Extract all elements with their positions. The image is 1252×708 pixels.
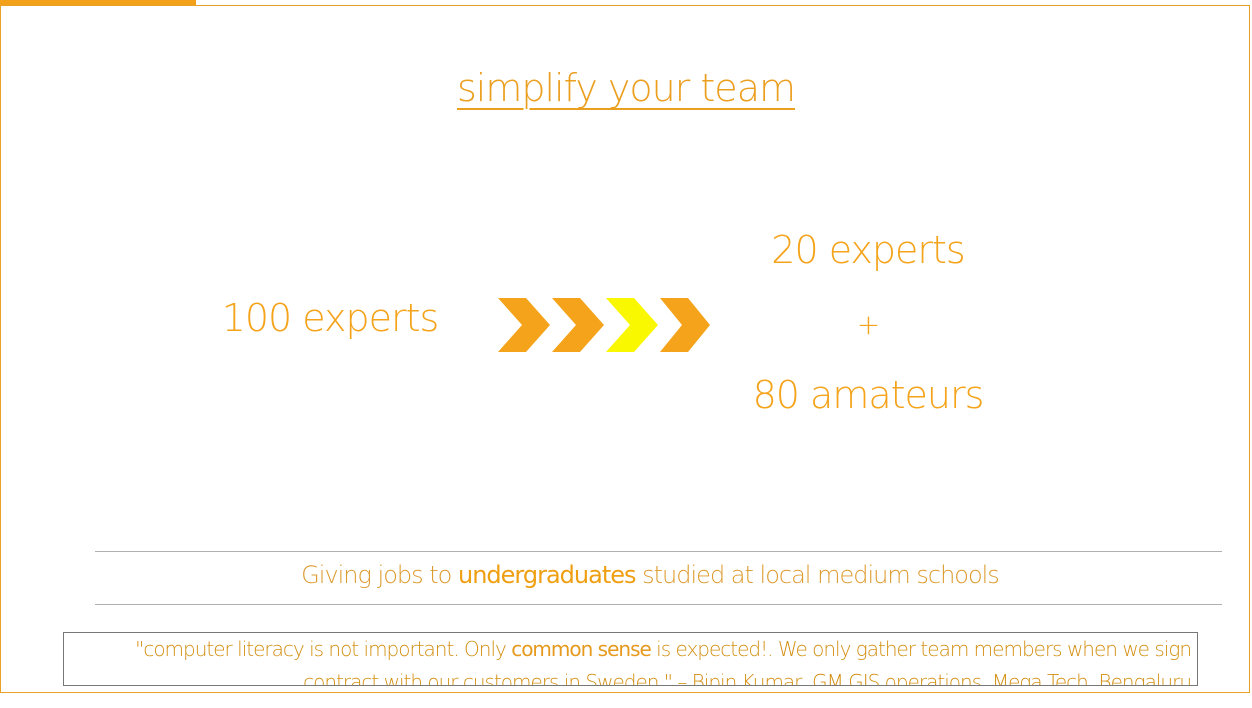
tagline-pre: Giving jobs to — [301, 561, 458, 589]
chevron-right-icon — [606, 298, 658, 352]
chevron-right-icon — [660, 298, 710, 352]
chevron-right-icon — [498, 298, 550, 352]
tagline-post: studied at local medium schools — [635, 561, 1000, 589]
slide-title: simplify your team — [0, 66, 1252, 110]
top-accent-bar — [0, 0, 196, 5]
slide-title-text: simplify your team — [457, 66, 796, 110]
quote-emphasis: common sense — [511, 637, 652, 661]
divider-bottom — [95, 604, 1222, 605]
quote-box: "computer literacy is not important. Onl… — [63, 632, 1198, 686]
slide-frame — [0, 5, 1250, 693]
divider-top — [95, 551, 1222, 552]
quote-post: is expected!. We only gather team member… — [303, 637, 1192, 686]
quote-pre: "computer literacy is not important. Onl… — [135, 637, 512, 661]
chevron-right-icon — [552, 298, 604, 352]
after-amateurs-count: 80 amateurs — [752, 373, 985, 417]
tagline: Giving jobs to undergraduates studied at… — [95, 561, 1205, 589]
before-team-count: 100 experts — [221, 296, 440, 340]
plus-sign: + — [856, 308, 880, 341]
tagline-emphasis: undergraduates — [458, 561, 637, 589]
after-experts-count: 20 experts — [771, 228, 965, 272]
arrow-chevrons — [498, 298, 710, 352]
